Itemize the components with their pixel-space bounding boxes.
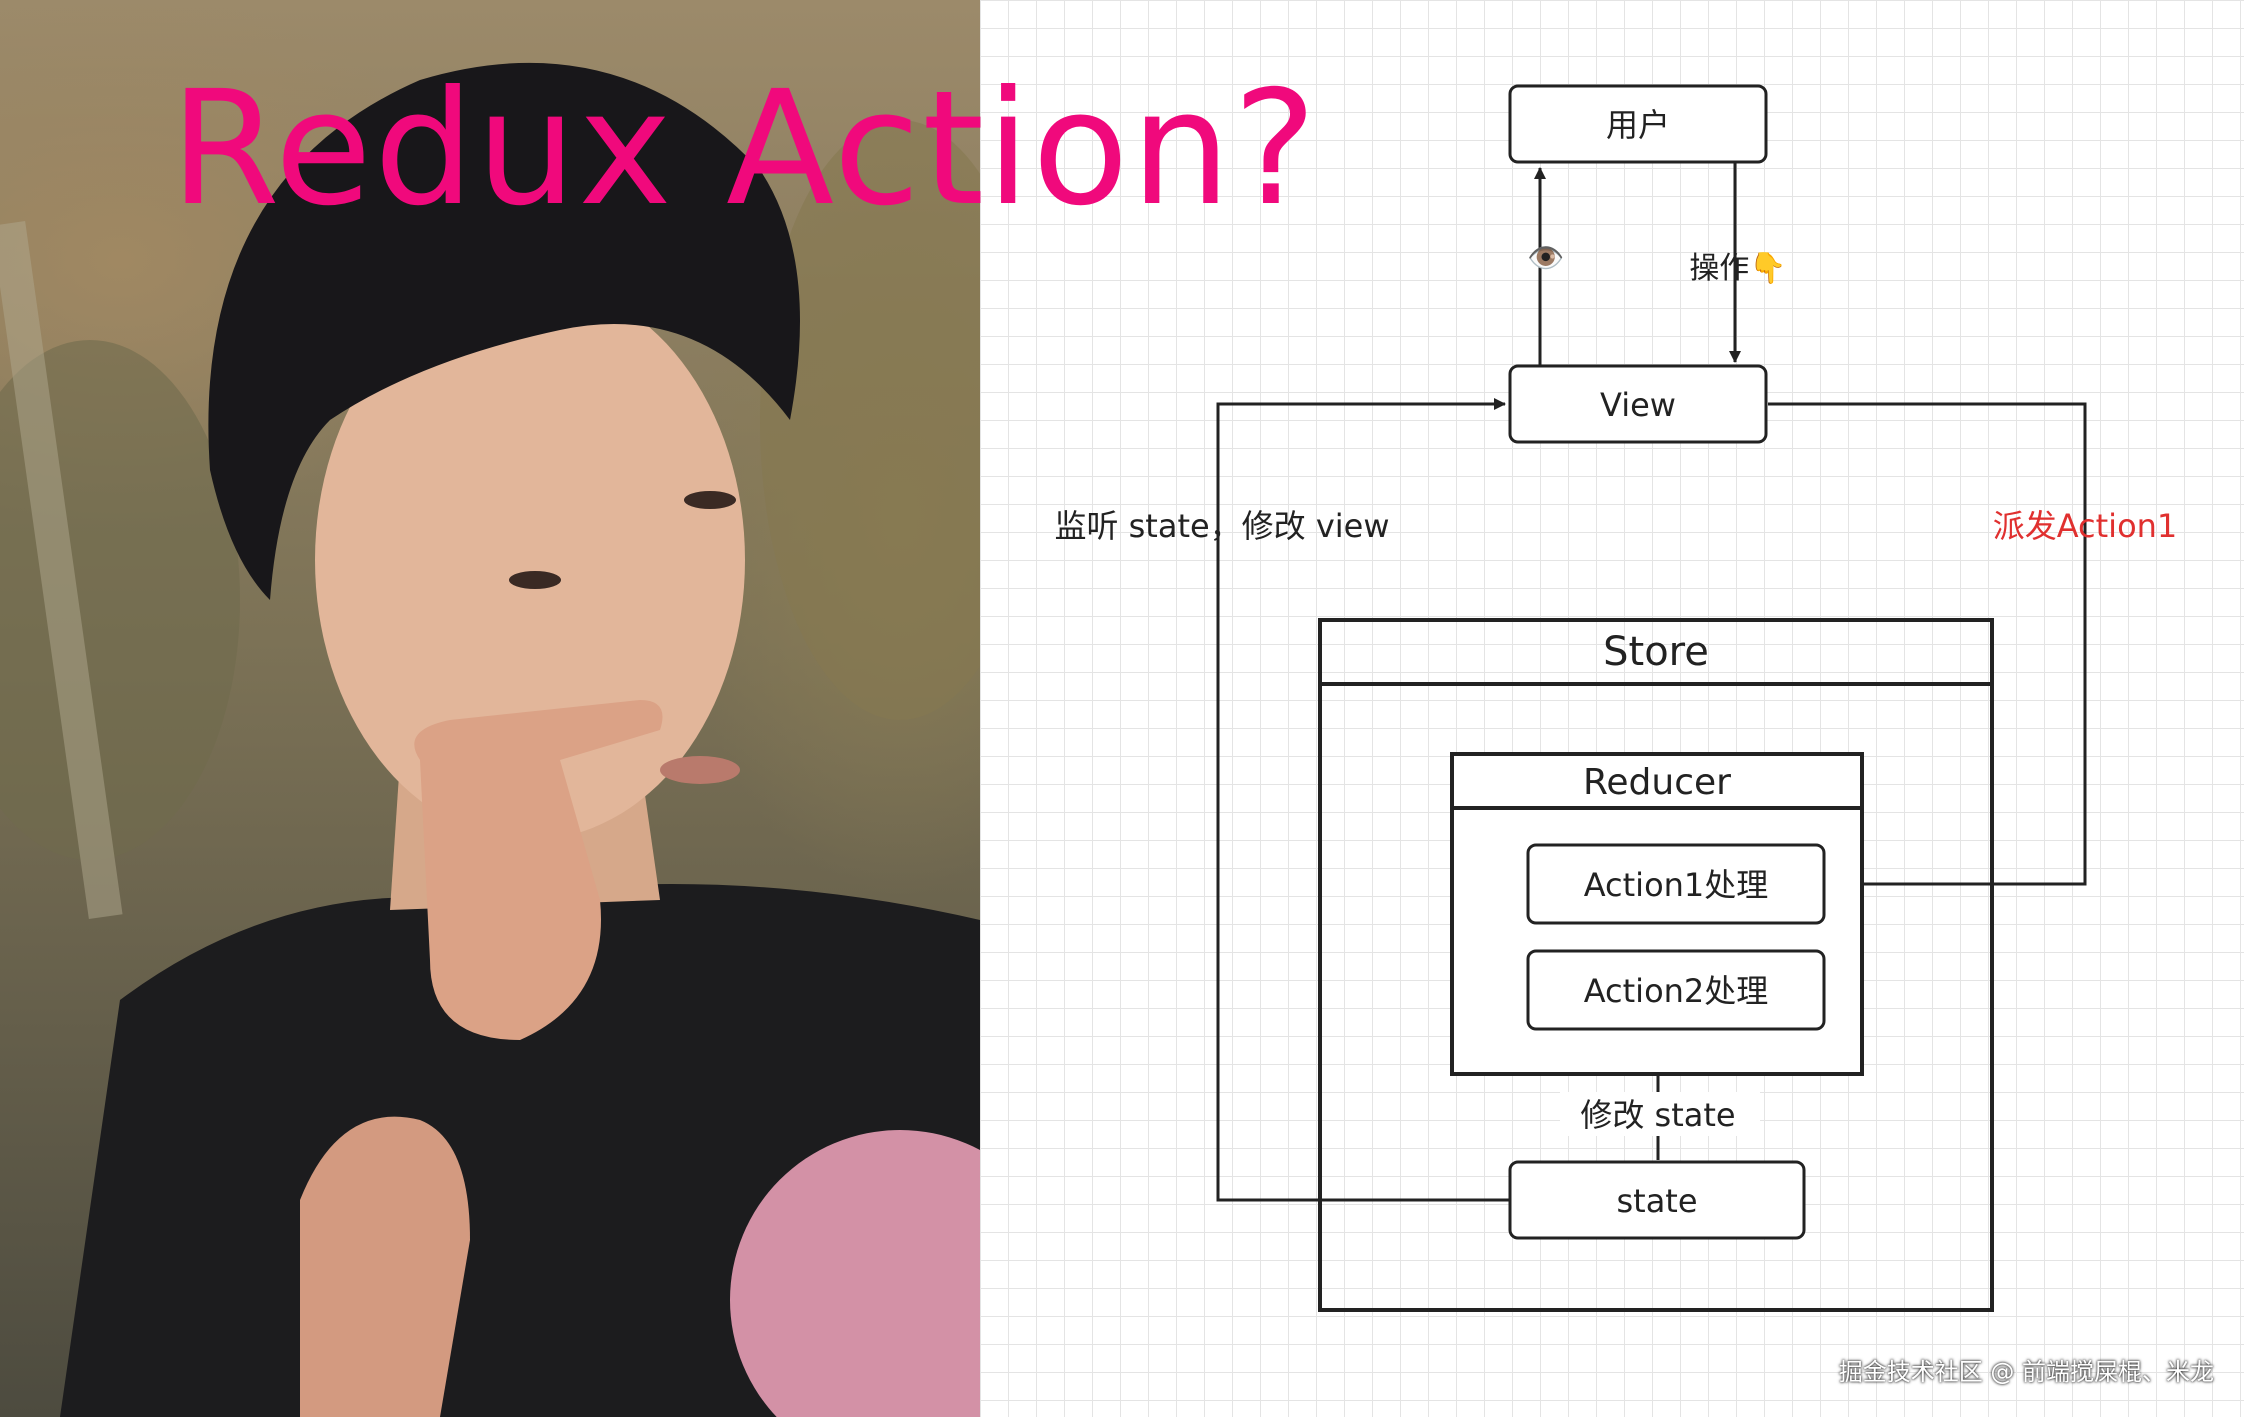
store-container: Store [1318,618,1994,1312]
action1-node: Action1处理 [1526,843,1826,925]
state-node: state [1508,1160,1806,1240]
action2-node: Action2处理 [1526,949,1826,1031]
user-node: 用户 [1508,84,1768,164]
eye-icon: 👁️ [1527,241,1564,276]
watermark: 掘金技术社区 @ 前端搅屎棍、米龙 [1838,1358,2214,1386]
action1-node-label: Action1处理 [1584,866,1769,904]
modify-state-label-bg [1560,1092,1760,1136]
operate-label: 操作👇 [1689,251,1786,286]
meme-photo [0,0,980,1417]
arrow-view-to-action1 [1768,402,2087,890]
meme-photo-drawing [0,62,980,1417]
connector-lines [1216,162,2087,1202]
arrow-state-to-view [1216,398,1510,1202]
action2-node-label: Action2处理 [1584,972,1769,1010]
user-node-label: 用户 [1606,106,1670,144]
reducer-title: Reducer [1583,762,1731,803]
dispatch-action1-label: 派发Action1 [1993,507,2178,545]
modify-state-label: 修改 state [1580,1096,1735,1134]
view-node-label: View [1600,386,1676,424]
store-title: Store [1603,629,1709,675]
page-title: Redux Action? [170,57,1319,241]
listen-state-label: 监听 state，修改 view [1054,507,1389,545]
view-node: View [1508,364,1768,444]
state-node-label: state [1616,1182,1697,1220]
